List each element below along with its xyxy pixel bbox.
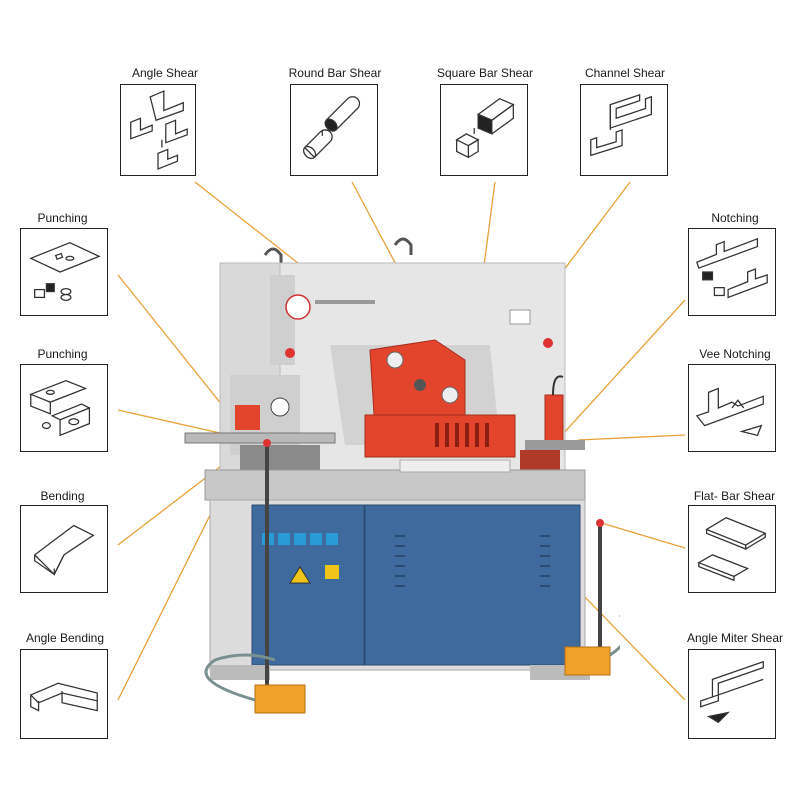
punching-mid-diagram	[20, 364, 108, 452]
label-punching-mid: Punching	[37, 347, 88, 361]
label-punching-top: Punching	[37, 211, 88, 225]
channel-shear-diagram	[580, 84, 668, 176]
vee-notching-diagram	[688, 364, 776, 452]
notching-diagram	[688, 228, 776, 316]
round-bar-shear-diagram	[290, 84, 378, 176]
label-angle-miter-shear: Angle Miter Shear	[686, 631, 784, 645]
label-round-bar-shear: Round Bar Shear	[288, 66, 382, 80]
label-notching: Notching	[711, 211, 759, 225]
punching-top-diagram	[20, 228, 108, 316]
square-bar-shear-diagram	[440, 84, 528, 176]
angle-shear-diagram	[120, 84, 196, 176]
label-vee-notching: Vee Notching	[699, 347, 771, 361]
bending-diagram	[20, 505, 108, 593]
label-flat-bar-shear: Flat- Bar Shear	[693, 489, 776, 503]
flat-bar-shear-diagram	[688, 505, 776, 593]
angle-miter-shear-diagram	[688, 649, 776, 739]
label-square-bar-shear: Square Bar Shear	[436, 66, 534, 80]
ironworker-machine	[184, 237, 620, 714]
label-angle-bending: Angle Bending	[25, 631, 105, 645]
label-bending: Bending	[40, 489, 85, 503]
label-channel-shear: Channel Shear	[584, 66, 666, 80]
label-angle-shear: Angle Shear	[131, 66, 199, 80]
angle-bending-diagram	[20, 649, 108, 739]
